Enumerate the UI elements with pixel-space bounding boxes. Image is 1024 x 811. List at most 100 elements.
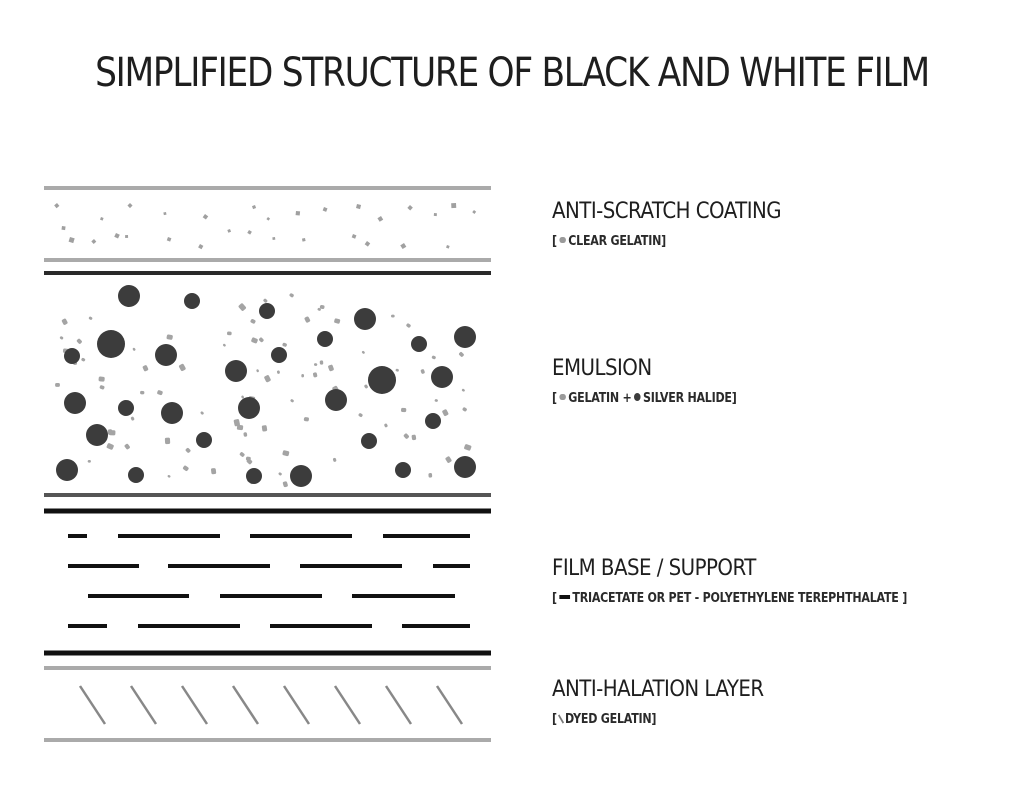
- gelatin-particle: [282, 342, 287, 347]
- gelatin-particle: [458, 352, 464, 357]
- dyed-gelatin-slash: [282, 685, 311, 725]
- gelatin-particle: [264, 375, 271, 383]
- gelatin-particle: [358, 413, 363, 418]
- gelatin-particle: [355, 204, 362, 210]
- gelatin-particle: [361, 350, 365, 354]
- gelatin-particle: [222, 343, 226, 347]
- bracket-open: [: [552, 590, 557, 606]
- gelatin-particle: [76, 338, 82, 344]
- silver-halide-grain: [368, 366, 396, 394]
- gelatin-particle: [68, 237, 75, 244]
- gelatin-particle: [434, 399, 438, 402]
- silver-halide-grain: [196, 432, 212, 448]
- gelatin-particle: [99, 385, 105, 390]
- layer-desc-emulsion: [GELATIN +SILVER HALIDE]: [552, 390, 737, 406]
- silver-halide-grain: [238, 397, 260, 419]
- dyed-gelatin-slash: [180, 685, 209, 725]
- gelatin-particle: [301, 237, 306, 242]
- gelatin-particle: [278, 472, 282, 476]
- gelatin-particle: [227, 331, 232, 336]
- dyed-gelatin-slash-icon: [557, 713, 564, 724]
- gelatin-particle: [334, 318, 341, 324]
- gelatin-particle: [55, 383, 60, 387]
- silver-halide-grains: [56, 285, 476, 487]
- silver-halide-grain: [155, 344, 177, 366]
- gelatin-particle: [276, 370, 280, 374]
- gelatin-particle: [251, 205, 257, 210]
- gelatin-particle: [81, 357, 86, 362]
- gelatin-particle: [406, 323, 411, 328]
- gelatin-particle: [301, 374, 305, 378]
- gelatin-particle: [100, 217, 104, 221]
- gelatin-particle: [407, 205, 413, 211]
- gelatin-particle: [312, 372, 318, 378]
- gelatin-particle: [464, 444, 472, 451]
- silver-halide-grain: [86, 424, 108, 446]
- gelatin-particle: [261, 425, 268, 432]
- dyed-gelatin-slash: [435, 685, 464, 725]
- silver-halide-grain: [290, 465, 312, 487]
- gelatin-particle: [442, 409, 449, 417]
- bracket-open: [: [552, 711, 557, 727]
- gelatin-particle: [250, 319, 256, 324]
- silver-halide-grain: [361, 433, 377, 449]
- gelatin-particle: [290, 399, 294, 403]
- gelatin-particle: [328, 364, 334, 372]
- diagram-title: SIMPLIFIED STRUCTURE OF BLACK AND WHITE …: [95, 50, 930, 96]
- gelatin-particle: [461, 388, 465, 392]
- silver-halide-grain: [118, 400, 134, 416]
- silver-halide-grain: [118, 285, 140, 307]
- layer-desc-anti-scratch: [CLEAR GELATIN]: [552, 233, 666, 249]
- gelatin-particle: [462, 407, 467, 412]
- gelatin-particle: [87, 459, 91, 463]
- silver-halide-grain: [354, 308, 376, 330]
- gelatin-particle: [239, 452, 245, 457]
- gelatin-particle: [266, 217, 271, 221]
- dyed-gelatin-slash: [333, 685, 362, 725]
- gelatin-particle-icon: [559, 394, 566, 400]
- gelatin-particle: [317, 307, 321, 311]
- gelatin-particle: [182, 465, 189, 472]
- gelatin-particle: [227, 229, 232, 233]
- gelatin-particle: [472, 210, 477, 214]
- gelatin-particle: [322, 207, 328, 212]
- gelatin-particle: [332, 457, 337, 462]
- gelatin-particle: [364, 384, 368, 389]
- gelatin-particle: [166, 237, 172, 242]
- silver-halide-grain: [395, 462, 411, 478]
- gelatin-particle: [157, 390, 163, 396]
- silver-halide-grain: [246, 468, 262, 484]
- gelatin-particle: [185, 447, 191, 453]
- silver-halide-grain: [431, 366, 453, 388]
- anti-halation-layer: [44, 666, 491, 742]
- gelatin-particle: [125, 234, 129, 239]
- gelatin-particle: [377, 215, 384, 222]
- gelatin-particle: [245, 456, 251, 461]
- silver-halide-grain: [259, 303, 275, 319]
- base-bar-icon: [559, 595, 570, 599]
- layer-desc-film-base: [TRIACETATE OR PET - POLYETHYLENE TEREPH…: [552, 590, 907, 606]
- silver-halide-grain: [425, 413, 441, 429]
- desc-text: CLEAR GELATIN]: [568, 233, 666, 249]
- gelatin-particle: [256, 369, 259, 373]
- dyed-gelatin-slash: [384, 685, 413, 725]
- dyed-gelatin-slash: [78, 685, 107, 725]
- gelatin-particle: [319, 305, 325, 309]
- gelatin-particle: [130, 416, 135, 421]
- gelatin-particle: [142, 365, 149, 372]
- gelatin-particle: [263, 298, 268, 303]
- gelatin-particle: [411, 434, 417, 441]
- gelatin-particle: [243, 432, 248, 437]
- layer-desc-anti-halation: [DYED GELATIN]: [552, 711, 656, 727]
- dyed-gelatin-slash: [129, 685, 158, 725]
- gelatin-particle: [259, 337, 264, 343]
- gelatin-particle: [198, 243, 204, 250]
- gelatin-particle: [451, 203, 457, 209]
- gelatin-particle: [351, 234, 357, 239]
- gelatin-particle: [166, 334, 173, 340]
- silver-halide-grain: [411, 336, 427, 352]
- gelatin-particle: [107, 429, 113, 435]
- gelatin-particle: [54, 203, 60, 209]
- gelatin-particle: [61, 318, 68, 325]
- gelatin-particle: [403, 433, 409, 439]
